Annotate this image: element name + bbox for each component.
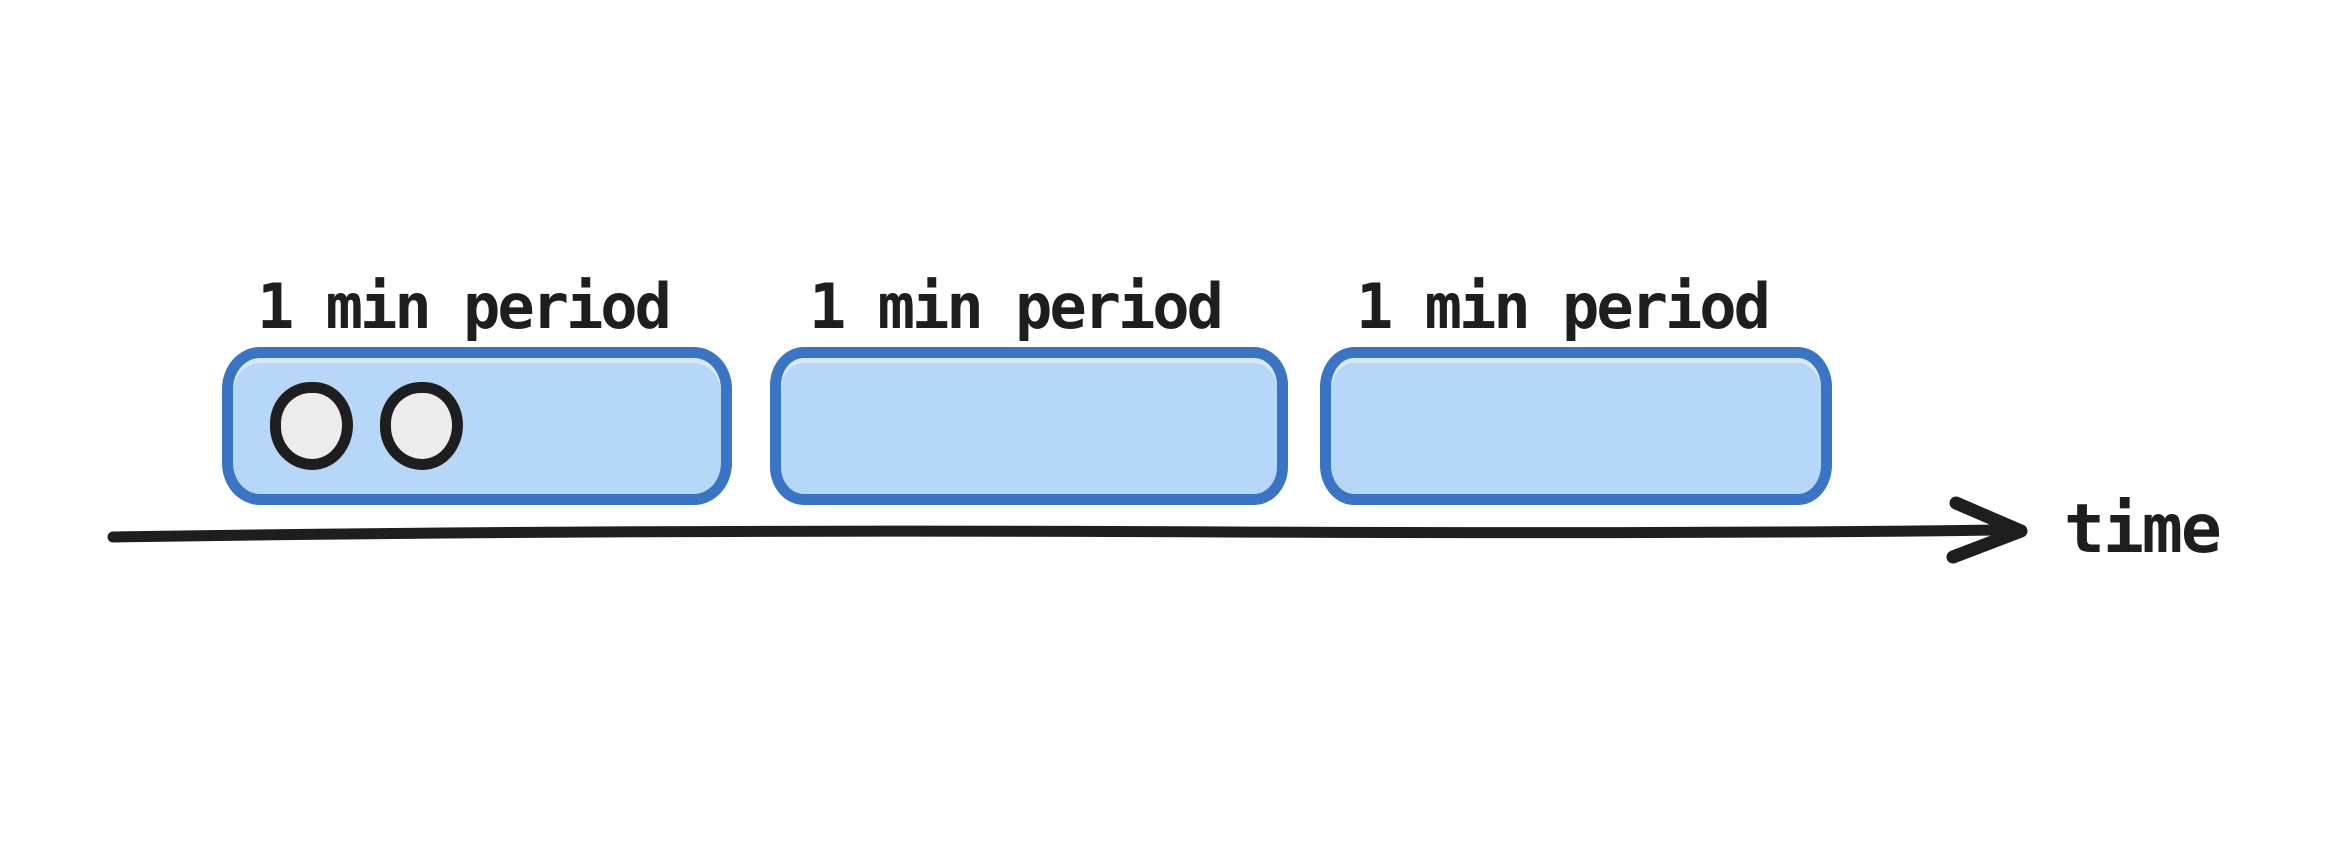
period-box-2: [770, 347, 1288, 505]
period-label-3: 1 min period: [1356, 270, 1771, 343]
period-label-2: 1 min period: [809, 270, 1224, 343]
period-box-1: [222, 347, 732, 505]
request-dot: [380, 382, 463, 470]
period-label-1: 1 min period: [257, 270, 672, 343]
request-dot: [270, 382, 353, 470]
period-box-3: [1320, 347, 1832, 505]
time-axis-label: time: [2064, 490, 2222, 569]
